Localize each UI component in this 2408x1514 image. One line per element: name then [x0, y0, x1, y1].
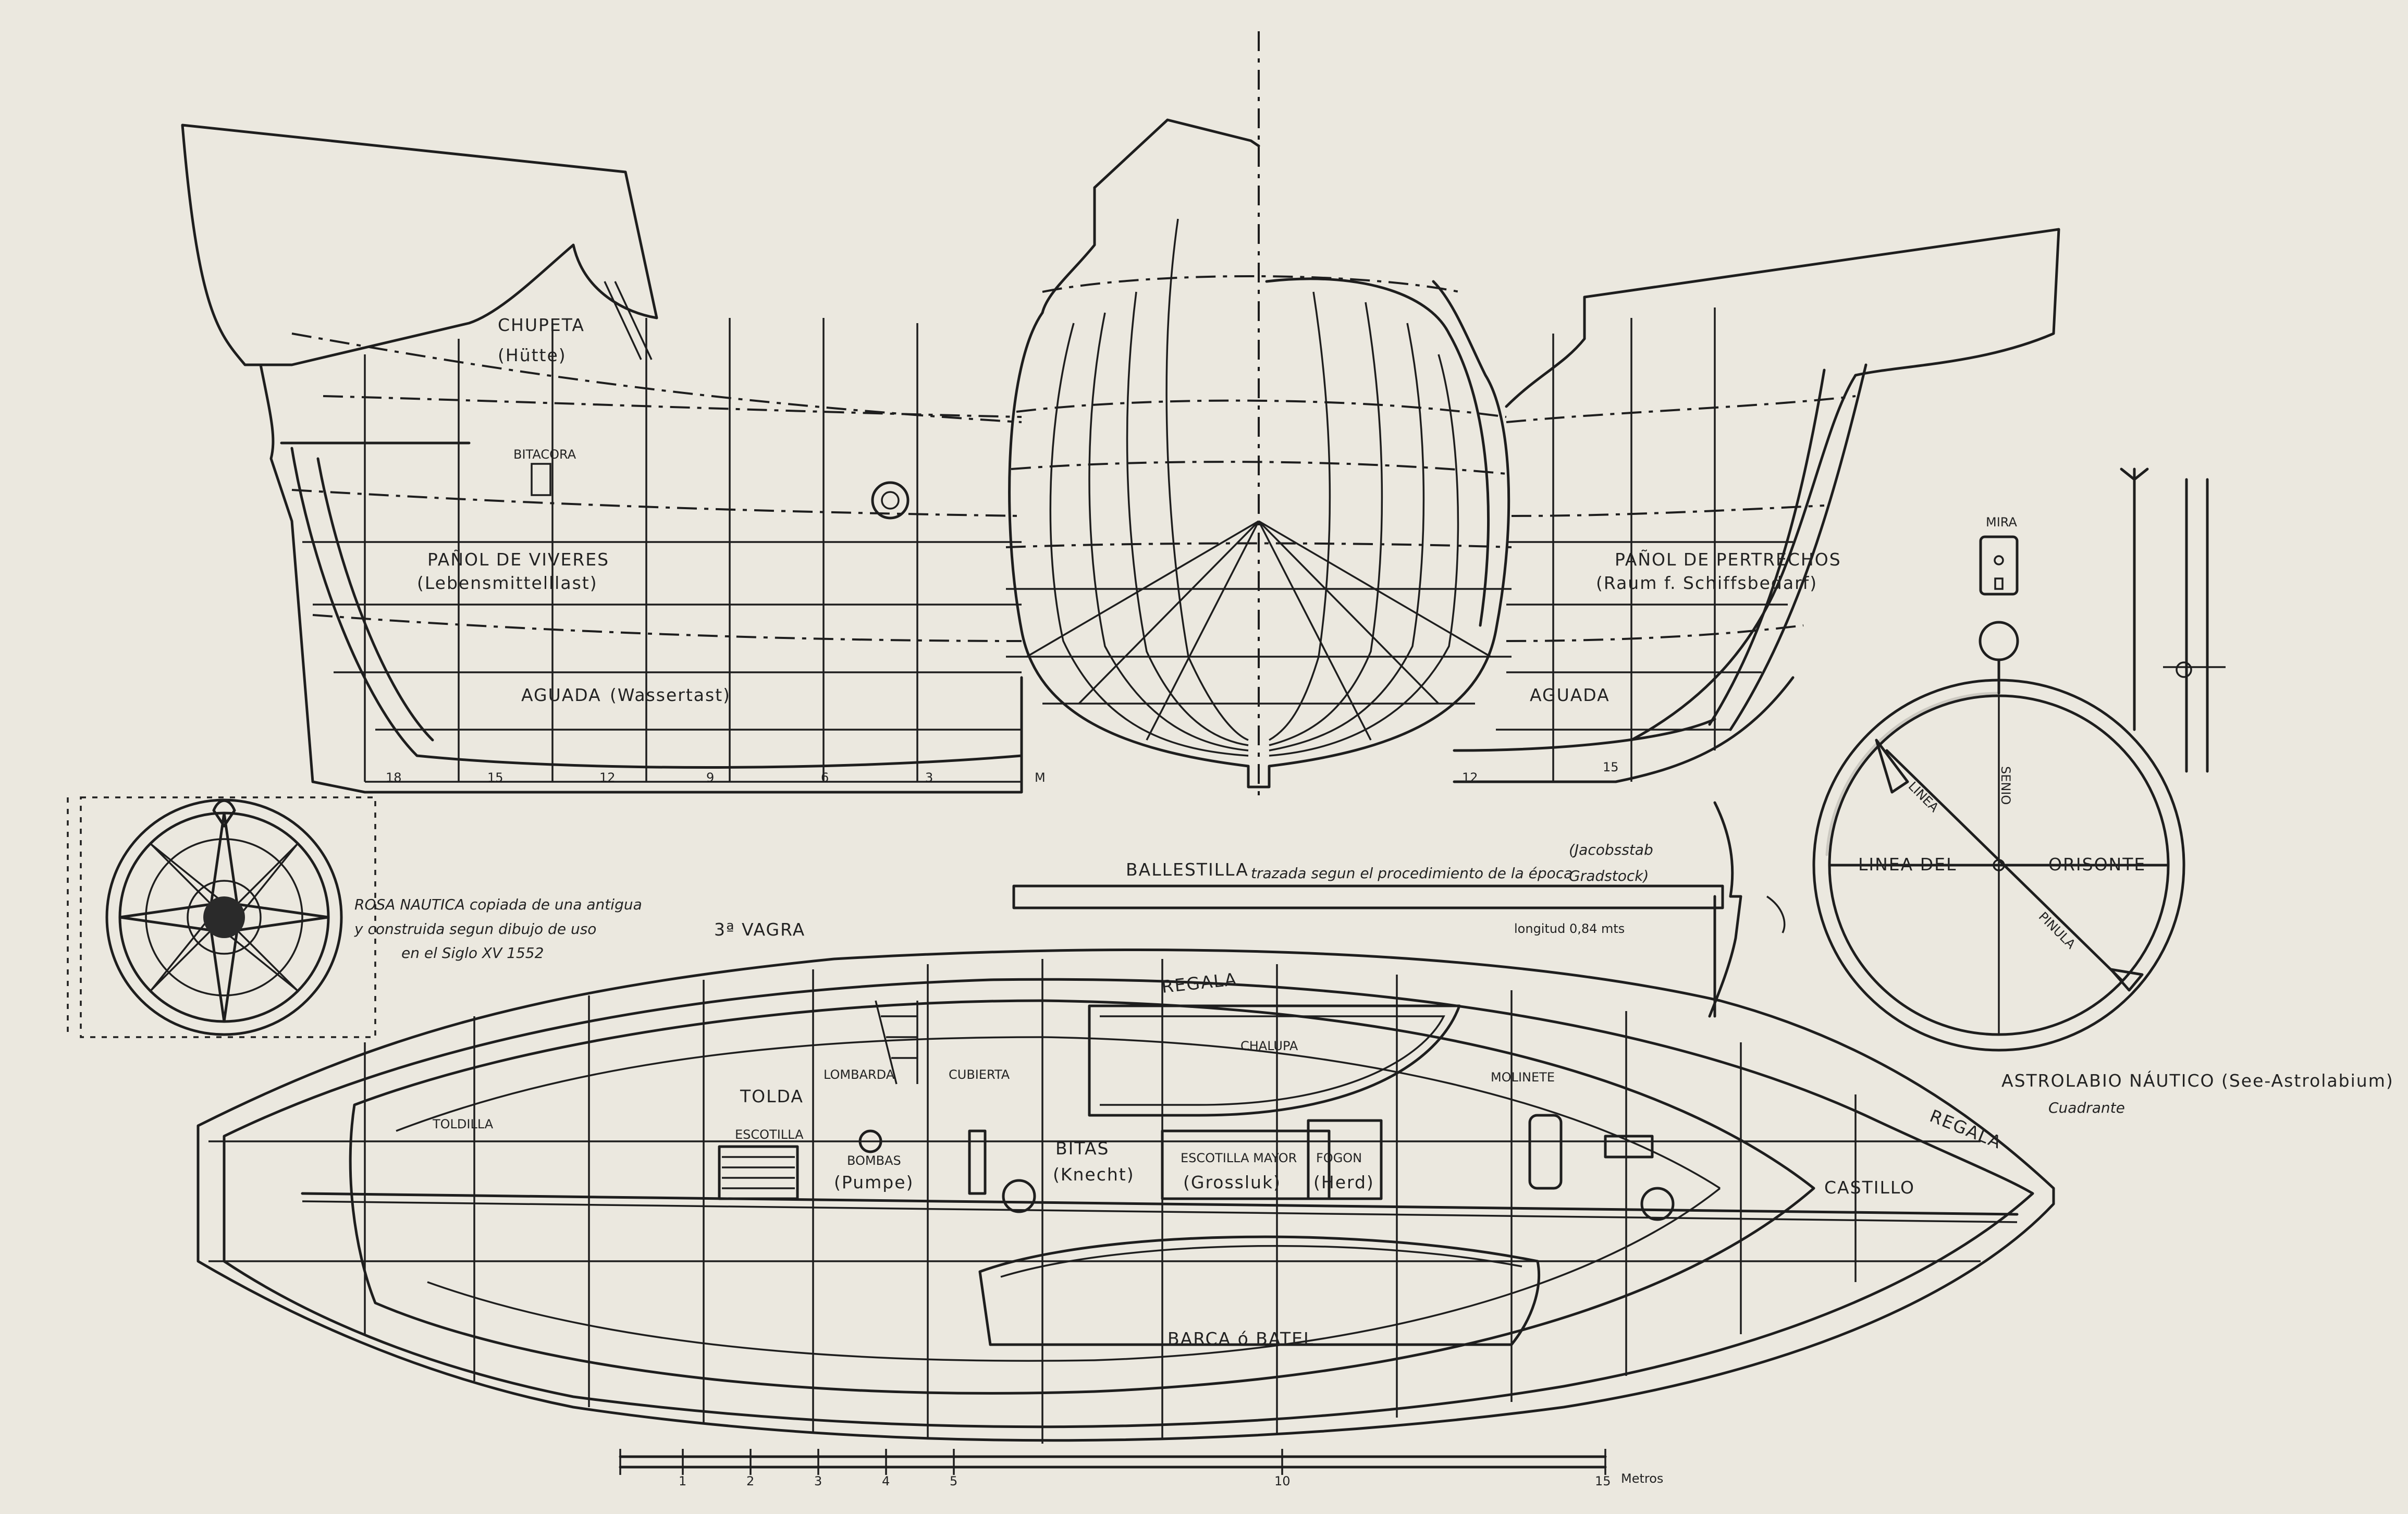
scale-number: 1 [679, 1474, 686, 1488]
label-ballestilla-de2: Gradstock) [1569, 867, 1649, 884]
label-bitas-de: (Knecht) [1053, 1164, 1135, 1185]
scale-number: 5 [950, 1474, 957, 1488]
stern-profile [181, 124, 1023, 794]
label-ballestilla-length: longitud 0,84 mts [1514, 921, 1625, 936]
label-chupeta: CHUPETA [498, 315, 585, 335]
frame-number: 9 [706, 770, 714, 785]
label-bitas: BITAS [1055, 1138, 1110, 1159]
label-aguada-right: AGUADA [1530, 685, 1610, 705]
label-regala-top: REGALA [1161, 969, 1238, 997]
label-tolda: TOLDA [740, 1086, 804, 1106]
scale-number: 3 [814, 1474, 822, 1488]
label-astrolabio: ASTROLABIO NÁUTICO (See-Astrolabium) [2001, 1070, 2394, 1091]
label-panol-viveres: PAÑOL DE VIVERES [427, 549, 609, 570]
label-toldilla: TOLDILLA [432, 1117, 494, 1131]
label-panol-pertrechos-de: (Raum f. Schiffsbedarf) [1596, 573, 1817, 593]
label-cubierta: CUBIERTA [949, 1067, 1010, 1082]
label-ballestilla-note: trazada segun el procedimiento de la épo… [1251, 865, 1572, 882]
label-ballestilla-de: (Jacobsstab [1569, 841, 1653, 858]
alidade-rule [2120, 467, 2226, 773]
deck-plan [196, 949, 2055, 1444]
label-bitacora: BITACORA [513, 447, 576, 462]
frame-number: 12 [599, 770, 616, 785]
label-aguada-left: AGUADA [521, 685, 601, 705]
label-chupeta-de: (Hütte) [498, 345, 567, 365]
label-chalupa: CHALUPA [1240, 1039, 1298, 1053]
scale-number: 2 [746, 1474, 754, 1488]
label-cuadrante: Cuadrante [2048, 1099, 2125, 1116]
label-linea: LINEA [1906, 779, 1942, 815]
ballestilla-cross-staff [1012, 801, 1786, 1018]
label-rosa-2: y construida segun dibujo de uso [354, 920, 596, 938]
label-castillo: CASTILLO [1824, 1177, 1915, 1198]
scale-number: 10 [1274, 1474, 1291, 1488]
label-rosa-3: en el Siglo XV 1552 [401, 944, 544, 962]
frame-number: 12 [1462, 770, 1478, 785]
frame-number: 6 [821, 770, 829, 785]
frame-number: 15 [487, 770, 503, 785]
label-fogon-de: (Herd) [1313, 1172, 1374, 1192]
label-escotilla: ESCOTILLA [735, 1127, 804, 1142]
label-fogon: FOGON [1316, 1151, 1362, 1165]
label-orisonte: ORISONTE [2048, 854, 2146, 875]
label-panol-pertrechos: PAÑOL DE PERTRECHOS [1615, 549, 1841, 570]
label-linea-del: LINEA DEL [1858, 854, 1957, 875]
label-bombas-de: (Pumpe) [834, 1172, 914, 1192]
frame-number: 3 [925, 770, 933, 785]
scale-unit: Metros [1621, 1471, 1663, 1486]
label-lombarda: LOMBARDA [824, 1067, 895, 1082]
compass-rose [67, 796, 376, 1038]
mira-sight [1979, 535, 2019, 596]
label-panol-viveres-de: (Lebensmittelllast) [417, 573, 598, 593]
scale-number: 15 [1595, 1474, 1611, 1488]
astrolabe [1812, 621, 2185, 1052]
label-regala-right: REGALA [1927, 1105, 2005, 1153]
label-ballestilla: BALLESTILLA [1126, 859, 1249, 880]
label-rosa-1: ROSA NAUTICA copiada de una antigua [354, 896, 642, 913]
body-plan [1005, 31, 1512, 803]
label-escotilla-mayor-de: (Grossluk) [1183, 1172, 1281, 1192]
scale-number: 4 [882, 1474, 890, 1488]
label-vagra: 3ª VAGRA [714, 919, 805, 940]
profile-frame-numbers: 18 15 12 9 6 3 M [386, 770, 1046, 785]
frame-number: 18 [386, 770, 402, 785]
bow-profile [1453, 228, 2060, 783]
label-mira: MIRA [1986, 515, 2017, 530]
label-bombas: BOMBAS [847, 1153, 901, 1168]
label-escotilla-mayor: ESCOTILLA MAYOR [1181, 1151, 1297, 1165]
scale-bar [619, 1449, 1607, 1475]
label-barca: BARCA ó BATEL [1168, 1328, 1314, 1349]
frame-number: M [1035, 770, 1046, 785]
label-molinete: MOLINETE [1491, 1070, 1555, 1085]
frame-number: 15 [1603, 760, 1619, 774]
label-senio: SENIO [1998, 766, 2013, 805]
label-aguada-left-de: (Wassertast) [610, 685, 731, 705]
